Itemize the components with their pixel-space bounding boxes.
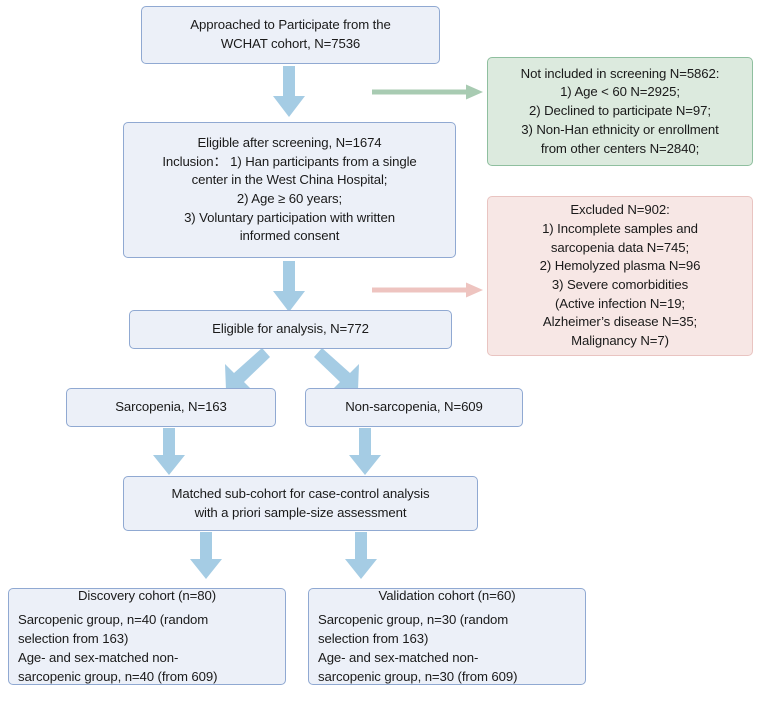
approached-line-2: WCHAT cohort, N=7536 bbox=[220, 36, 361, 51]
not-included-line-3: 2) Declined to participate N=97; bbox=[529, 103, 711, 119]
validation-line-2: selection from 163) bbox=[318, 631, 429, 647]
discovery-line-1: Sarcopenic group, n=40 (random bbox=[18, 612, 209, 628]
sarcopenia-line-1: Sarcopenia, N=163 bbox=[115, 399, 227, 415]
matched-line-1: Matched sub-cohort for case-control anal… bbox=[171, 485, 430, 501]
not-included-line-2: 1) Age < 60 N=2925; bbox=[560, 84, 680, 100]
arrow-matched-to-validation bbox=[344, 532, 378, 580]
node-eligible-for-analysis: Eligible for analysis, N=772 bbox=[129, 310, 452, 349]
excluded-line-5: 3) Severe comorbidities bbox=[551, 277, 689, 292]
eligible-analysis-line-1: Eligible for analysis, N=772 bbox=[212, 321, 369, 337]
eligible-screening-line-5: 3) Voluntary participation with written bbox=[184, 209, 395, 225]
arrow-analysis-to-non-sarcopenia bbox=[314, 348, 370, 392]
excluded-line-7: Alzheimer’s disease N=35; bbox=[542, 314, 698, 330]
validation-line-4: sarcopenic group, n=30 (from 609) bbox=[318, 668, 518, 684]
arrow-sarcopenia-to-matched bbox=[152, 428, 186, 476]
discovery-cohort-heading: Discovery cohort (n=80) bbox=[77, 587, 217, 603]
eligible-screening-line-6: informed consent bbox=[239, 228, 340, 244]
not-included-line-5: from other centers N=2840; bbox=[540, 140, 700, 156]
excluded-line-3: sarcopenia data N=745; bbox=[550, 239, 690, 255]
arrow-matched-to-discovery bbox=[189, 532, 223, 580]
node-eligible-after-screening: Eligible after screening, N=1674 Inclusi… bbox=[123, 122, 456, 258]
eligible-screening-line-1: Eligible after screening, N=1674 bbox=[197, 134, 382, 150]
discovery-line-2: selection from 163) bbox=[18, 631, 129, 647]
node-matched-sub-cohort: Matched sub-cohort for case-control anal… bbox=[123, 476, 478, 531]
node-not-included-in-screening: Not included in screening N=5862: 1) Age… bbox=[487, 57, 753, 166]
discovery-line-3: Age- and sex-matched non- bbox=[18, 649, 179, 665]
validation-cohort-heading: Validation cohort (n=60) bbox=[378, 587, 516, 603]
excluded-line-6: (Active infection N=19; bbox=[554, 295, 685, 311]
node-approached-to-participate: Approached to Participate from the WCHAT… bbox=[141, 6, 440, 64]
validation-line-3: Age- and sex-matched non- bbox=[318, 649, 479, 665]
arrow-eligible-to-analysis bbox=[272, 261, 306, 313]
arrow-non-sarcopenia-to-matched bbox=[348, 428, 382, 476]
eligible-screening-line-2: Inclusion： 1) Han participants from a si… bbox=[162, 153, 417, 169]
node-sarcopenia: Sarcopenia, N=163 bbox=[66, 388, 276, 427]
non-sarcopenia-line-1: Non-sarcopenia, N=609 bbox=[345, 399, 483, 415]
validation-line-1: Sarcopenic group, n=30 (random bbox=[318, 612, 509, 628]
node-discovery-cohort: Discovery cohort (n=80) Sarcopenic group… bbox=[8, 588, 286, 685]
excluded-line-8: Malignancy N=7) bbox=[571, 333, 669, 349]
node-non-sarcopenia: Non-sarcopenia, N=609 bbox=[305, 388, 523, 427]
approached-line-1: Approached to Participate from the bbox=[190, 17, 391, 33]
node-validation-cohort: Validation cohort (n=60) Sarcopenic grou… bbox=[308, 588, 586, 685]
excluded-line-1: Excluded N=902: bbox=[570, 202, 670, 218]
arrow-to-excluded bbox=[372, 282, 484, 298]
not-included-line-4: 3) Non-Han ethnicity or enrollment bbox=[521, 121, 719, 137]
arrow-analysis-to-sarcopenia bbox=[215, 348, 271, 392]
node-excluded: Excluded N=902: 1) Incomplete samples an… bbox=[487, 196, 753, 356]
eligible-screening-line-3: center in the West China Hospital; bbox=[191, 172, 388, 188]
discovery-line-4: sarcopenic group, n=40 (from 609) bbox=[18, 668, 218, 684]
matched-line-2: with a priori sample-size assessment bbox=[194, 504, 407, 520]
arrow-to-not-included bbox=[372, 84, 484, 100]
not-included-line-1: Not included in screening N=5862: bbox=[520, 65, 720, 81]
eligible-screening-line-4: 2) Age ≥ 60 years; bbox=[236, 191, 343, 206]
arrow-approached-to-eligible bbox=[272, 66, 306, 118]
excluded-line-4: 2) Hemolyzed plasma N=96 bbox=[539, 258, 701, 274]
excluded-line-2: 1) Incomplete samples and bbox=[542, 220, 698, 236]
